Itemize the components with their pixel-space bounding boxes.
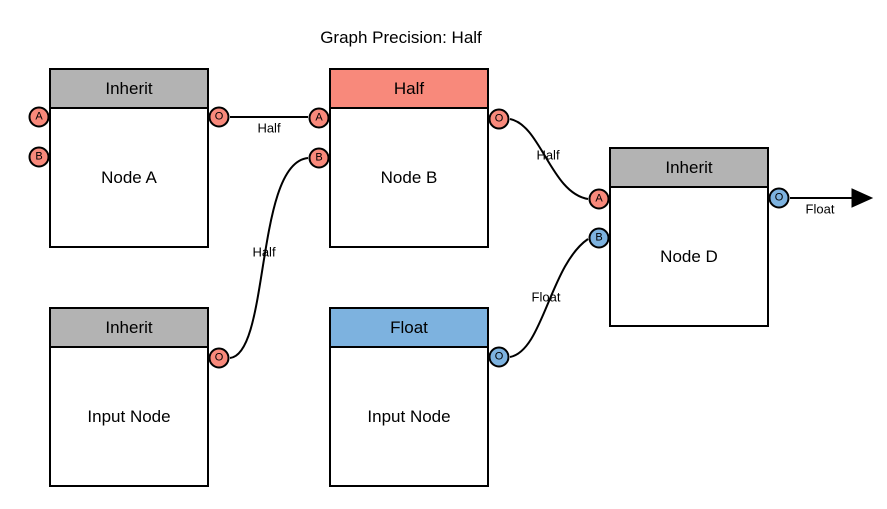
node-d-header: Inherit (611, 149, 767, 188)
edge-label-inputleft-to-b: Half (252, 244, 276, 260)
input-node-left-port-output-o: O (208, 347, 230, 369)
edge-label-d-out: Float (805, 201, 835, 217)
node-d-port-input-b: B (588, 227, 610, 249)
node-d-label: Node D (660, 246, 718, 266)
node-b-port-input-b: B (308, 147, 330, 169)
input-node-left: Inherit Input Node (49, 307, 209, 487)
node-b-port-output-o: O (488, 108, 510, 130)
edge-inputleft-out-to-nodeb-b (229, 157, 309, 359)
node-b-header: Half (331, 70, 487, 109)
edge-inputmid-out-to-noded-b (509, 238, 589, 358)
input-node-mid-label: Input Node (367, 406, 451, 426)
node-a-header: Inherit (51, 70, 207, 109)
node-d-port-output-o: O (768, 187, 790, 209)
edge-nodeb-out-to-noded-a (509, 118, 589, 200)
input-node-mid-port-output-o: O (488, 346, 510, 368)
diagram-title: Graph Precision: Half (320, 28, 482, 47)
node-b-port-input-a: A (308, 107, 330, 129)
node-a: Inherit Node A (49, 68, 209, 248)
node-a-label: Node A (101, 167, 157, 187)
node-d: Inherit Node D (609, 147, 769, 327)
input-node-mid: Float Input Node (329, 307, 489, 487)
node-b-label: Node B (380, 167, 438, 187)
node-a-port-input-a: A (28, 106, 50, 128)
edge-label-b-to-d: Half (536, 147, 560, 163)
input-node-left-header: Inherit (51, 309, 207, 348)
node-a-port-output-o: O (208, 106, 230, 128)
edge-label-inputmid-to-d: Float (531, 289, 561, 305)
node-a-port-input-b: B (28, 146, 50, 168)
arrowhead-icon (851, 188, 874, 208)
edge-label-a-to-b: Half (257, 120, 281, 136)
node-b: Half Node B (329, 68, 489, 248)
node-d-port-input-a: A (588, 188, 610, 210)
input-node-left-label: Input Node (87, 406, 171, 426)
input-node-mid-header: Float (331, 309, 487, 348)
